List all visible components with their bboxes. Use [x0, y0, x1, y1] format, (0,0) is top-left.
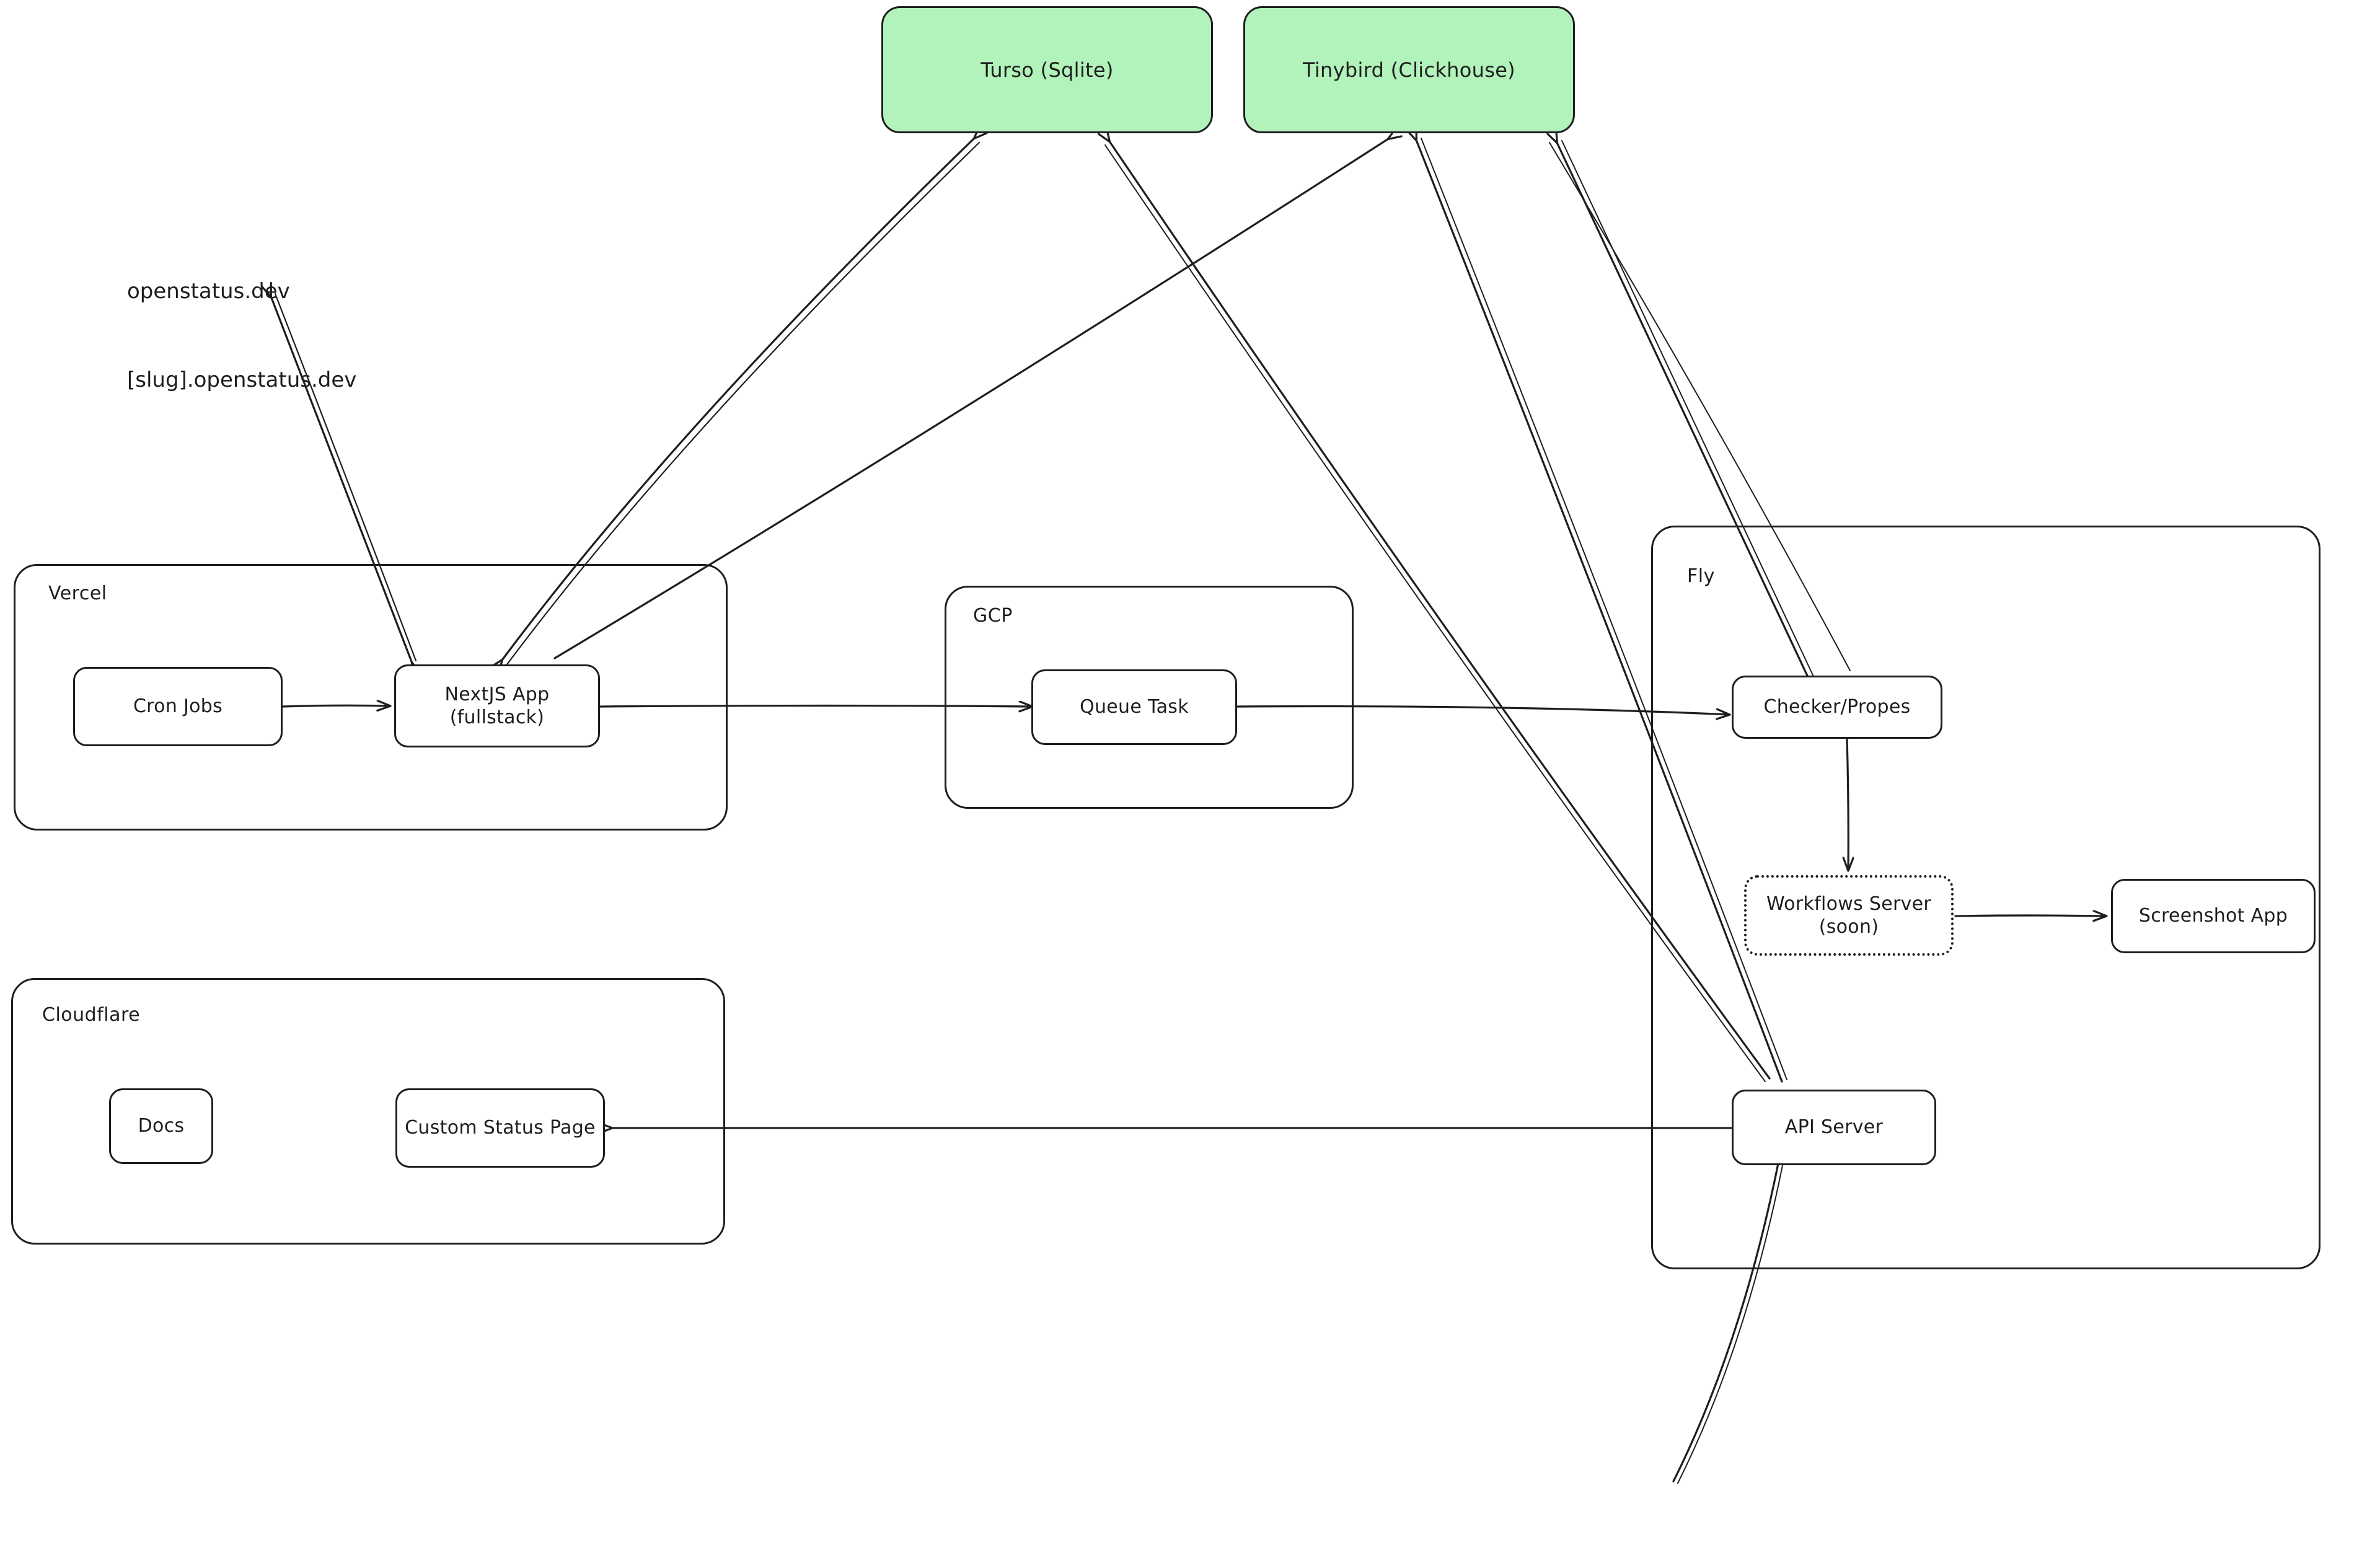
node-nextjs-app-label-line1: NextJS App: [444, 683, 550, 705]
node-tinybird[interactable]: Tinybird (Clickhouse): [1243, 6, 1575, 133]
node-nextjs-app-label-line2: (fullstack): [449, 707, 545, 728]
group-label-cloudflare: Cloudflare: [42, 1004, 141, 1026]
node-cron-jobs-label: Cron Jobs: [133, 695, 223, 718]
node-screenshot-app-label: Screenshot App: [2138, 905, 2288, 927]
node-docs[interactable]: Docs: [109, 1088, 213, 1164]
node-turso[interactable]: Turso (Sqlite): [881, 6, 1213, 133]
node-nextjs-app-label: NextJS App (fullstack): [445, 683, 550, 729]
node-tinybird-label: Tinybird (Clickhouse): [1303, 58, 1515, 82]
node-custom-status-page-label: Custom Status Page: [405, 1117, 596, 1139]
node-workflows-server[interactable]: Workflows Server (soon): [1744, 875, 1954, 956]
node-checker-propes-label: Checker/Propes: [1763, 696, 1911, 718]
node-cron-jobs[interactable]: Cron Jobs: [73, 667, 283, 746]
edge-api-to-statuspage: [612, 1127, 1777, 1129]
node-workflows-server-label-line2: (soon): [1818, 916, 1879, 938]
group-vercel: [14, 564, 728, 831]
node-nextjs-app[interactable]: NextJS App (fullstack): [394, 664, 600, 747]
node-workflows-server-label-line1: Workflows Server: [1766, 892, 1932, 915]
node-queue-task-label: Queue Task: [1080, 696, 1189, 718]
group-cloudflare: [11, 978, 725, 1245]
node-docs-label: Docs: [138, 1115, 185, 1137]
group-gcp: [945, 586, 1354, 809]
group-label-fly: Fly: [1687, 565, 1715, 587]
node-queue-task[interactable]: Queue Task: [1031, 669, 1237, 745]
label-openstatus-domains: openstatus.dev [slug].openstatus.dev: [127, 218, 356, 454]
group-label-gcp: GCP: [973, 605, 1013, 627]
group-fly: [1651, 526, 2320, 1269]
node-turso-label: Turso (Sqlite): [981, 58, 1114, 82]
label-cli-your-website: CLI/Your Website: [1561, 1505, 1736, 1547]
node-workflows-server-label: Workflows Server (soon): [1766, 892, 1931, 939]
node-api-server-label: API Server: [1784, 1116, 1884, 1139]
label-openstatus-domains-line1: openstatus.dev: [127, 279, 290, 304]
node-checker-propes[interactable]: Checker/Propes: [1732, 676, 1942, 739]
node-screenshot-app[interactable]: Screenshot App: [2111, 879, 2316, 953]
node-api-server[interactable]: API Server: [1732, 1090, 1936, 1165]
group-label-vercel: Vercel: [48, 583, 107, 604]
node-custom-status-page[interactable]: Custom Status Page: [395, 1088, 605, 1168]
label-openstatus-domains-line2: [slug].openstatus.dev: [127, 367, 357, 392]
